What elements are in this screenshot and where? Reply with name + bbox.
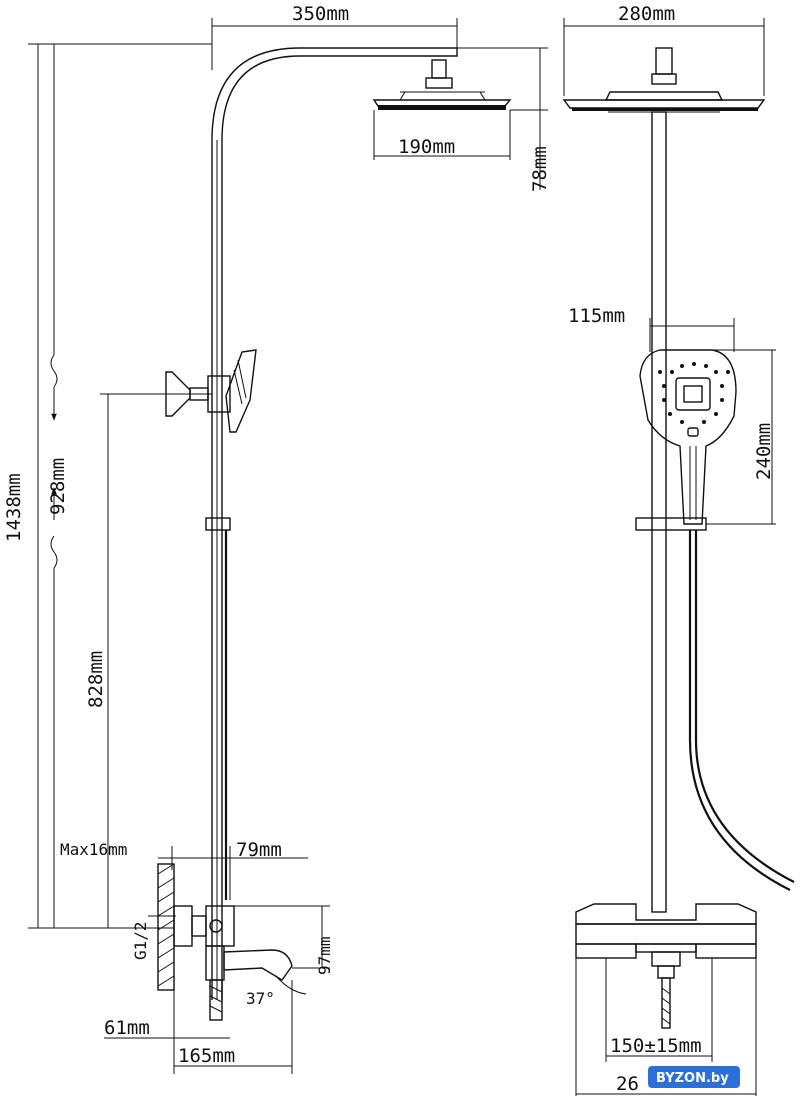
mixer-body-front [575,903,757,1029]
head-height-dimension: 78mm [457,47,551,192]
total-height-label: 1438mm [3,473,25,542]
hose-front [688,529,795,891]
right-front-view: 280mm 115mm [562,3,795,1096]
wall-offset-label: Max16mm [60,840,127,859]
overhead-head-front [562,47,766,113]
head-height-label: 78mm [529,146,551,192]
spout-height-label: 97mm [315,936,334,975]
left-side-view: 350mm 190mm 78mm [3,3,551,1074]
head-diameter-label: 190mm [398,136,455,158]
overhead-shower-head [372,59,512,110]
hand-shower-width-dimension: 115mm [568,305,735,352]
arm-length-dimension: 350mm [211,3,458,70]
hand-shower-height-dimension: 240mm [706,349,776,525]
spout-length-dimension: 165mm [173,980,293,1074]
mixer-width-dimension: 26 [575,958,757,1096]
riser-pipe [211,47,458,1000]
wall-section [157,863,175,991]
head-width-dimension: 280mm [563,3,765,96]
spout-length-label: 165mm [178,1045,235,1067]
hand-shower-height-label: 240mm [753,423,775,480]
mixer-depth-label: 79mm [236,839,282,861]
spout-height-dimension: 97mm [230,905,334,975]
bar-height-dimension: 928mm [47,44,69,928]
spout-base-label: 61mm [104,1017,150,1039]
watermark-text: BYZON.by [656,1071,729,1086]
riser-front [651,111,667,913]
head-width-label: 280mm [618,3,675,25]
hand-shower-front [635,349,737,531]
wall-bracket [165,371,231,417]
hand-shower-side [205,349,257,531]
inlet-spacing-label: 150±15mm [610,1035,702,1057]
thread-label: G1/2 [131,921,150,960]
head-diameter-dimension: 190mm [373,110,511,160]
watermark-badge: BYZON.by [648,1066,740,1088]
spout-base-dimension: 61mm [104,1017,230,1039]
thread-annotation: G1/2 [131,915,176,960]
hand-shower-width-label: 115mm [568,305,625,327]
total-height-dimension: 1438mm [3,43,212,929]
mixer-body-side [173,905,293,1021]
holder-height-label: 828mm [85,651,107,708]
mixer-width-label: 26 [616,1073,639,1095]
inlet-spacing-dimension: 150±15mm [605,958,713,1062]
mixer-depth-dimension: Max16mm 79mm [60,839,308,900]
spout-angle-annotation: 37° [246,975,307,1008]
spout-angle-label: 37° [246,989,275,1008]
arm-length-label: 350mm [292,3,349,25]
holder-height-dimension: 828mm [85,393,212,928]
bar-height-label: 928mm [47,458,69,515]
